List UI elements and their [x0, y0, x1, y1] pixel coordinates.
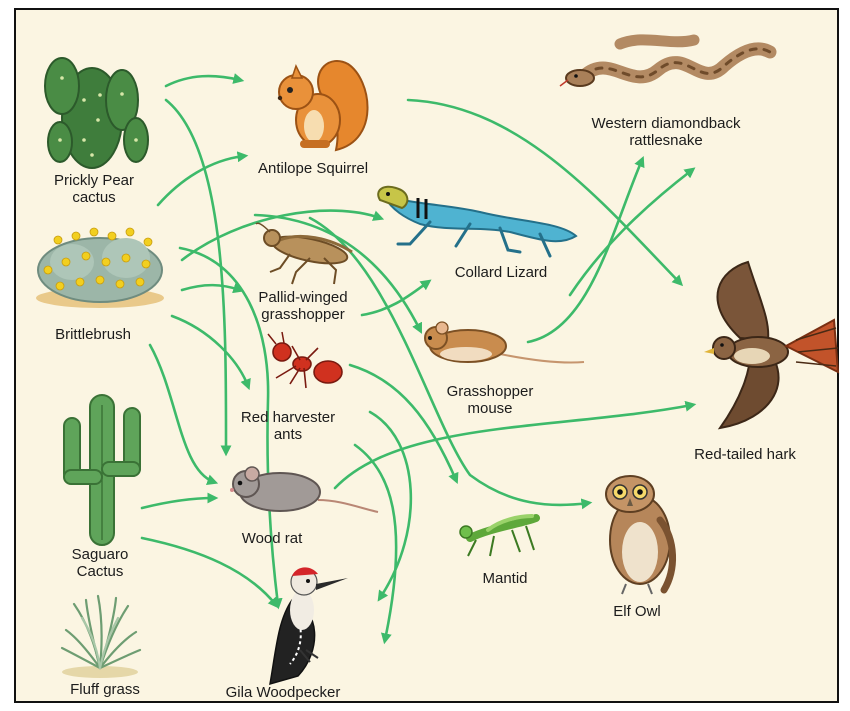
label-fluff-grass: Fluff grass	[50, 681, 160, 698]
grass-tuft-icon	[62, 596, 140, 678]
squirrel-icon	[278, 61, 368, 150]
label-woodpecker: Gila Woodpecker	[208, 684, 358, 701]
label-brittlebrush: Brittlebrush	[38, 326, 148, 343]
label-saguaro-line2: Cactus	[50, 563, 150, 580]
mouse-icon	[425, 322, 584, 363]
rat-icon	[230, 467, 378, 512]
label-owl: Elf Owl	[592, 603, 682, 620]
label-ants: Red harvester ants	[228, 409, 348, 443]
arrow-brittlebrush-to-grasshopper	[182, 285, 240, 290]
lizard-icon	[378, 187, 576, 256]
arrow-brittlebrush-to-wood-rat	[150, 345, 214, 482]
saguaro-cactus-icon	[64, 395, 140, 545]
label-mouse-line1: Grasshopper	[430, 383, 550, 400]
rattlesnake-icon	[560, 40, 770, 86]
arrow-wood-rat-to-hawk	[335, 405, 692, 488]
label-ants-line1: Red harvester	[228, 409, 348, 426]
label-grasshopper-line2: grasshopper	[238, 306, 368, 323]
arrow-saguaro-to-wood-rat	[142, 498, 214, 508]
label-grasshopper: Pallid-winged grasshopper	[238, 289, 368, 323]
woodpecker-icon	[270, 567, 348, 684]
label-rattlesnake-line1: Western diamondback	[566, 115, 766, 132]
label-mouse: Grasshopper mouse	[430, 383, 550, 417]
label-prickly-pear-line1: Prickly Pear	[44, 172, 144, 189]
brittlebrush-shrub-icon	[36, 228, 164, 308]
ant-icon	[268, 332, 342, 388]
label-mouse-line2: mouse	[430, 400, 550, 417]
arrow-ants-to-woodpecker-2	[355, 445, 396, 640]
arrow-prickly-pear-to-squirrel	[166, 76, 240, 86]
prickly-pear-cactus-icon	[45, 58, 148, 168]
label-mantid: Mantid	[460, 570, 550, 587]
label-saguaro-line1: Saguaro	[50, 546, 150, 563]
grasshopper-icon	[256, 223, 352, 284]
label-lizard: Collard Lizard	[426, 264, 576, 281]
label-grasshopper-line1: Pallid-winged	[238, 289, 368, 306]
label-prickly-pear-line2: cactus	[44, 189, 144, 206]
arrow-prickly-pear-to-wood-rat	[166, 100, 226, 452]
food-web-arrows	[142, 76, 692, 640]
label-squirrel: Antilope Squirrel	[238, 160, 388, 177]
arrow-saguaro-to-woodpecker	[142, 538, 276, 605]
arrow-brittlebrush-to-ants	[172, 316, 248, 386]
label-rattlesnake-line2: rattlesnake	[566, 132, 766, 149]
arrow-ants-to-woodpecker	[370, 412, 411, 598]
label-wood-rat: Wood rat	[222, 530, 322, 547]
hawk-icon	[704, 262, 838, 428]
label-ants-line2: ants	[228, 426, 348, 443]
arrow-prickly-pear-to-squirrel-2	[158, 156, 244, 205]
label-saguaro: Saguaro Cactus	[50, 546, 150, 580]
owl-icon	[606, 476, 673, 594]
label-rattlesnake: Western diamondback rattlesnake	[566, 115, 766, 149]
label-hawk: Red-tailed hark	[670, 446, 820, 463]
mantis-icon	[460, 516, 536, 556]
label-prickly-pear: Prickly Pear cactus	[44, 172, 144, 206]
